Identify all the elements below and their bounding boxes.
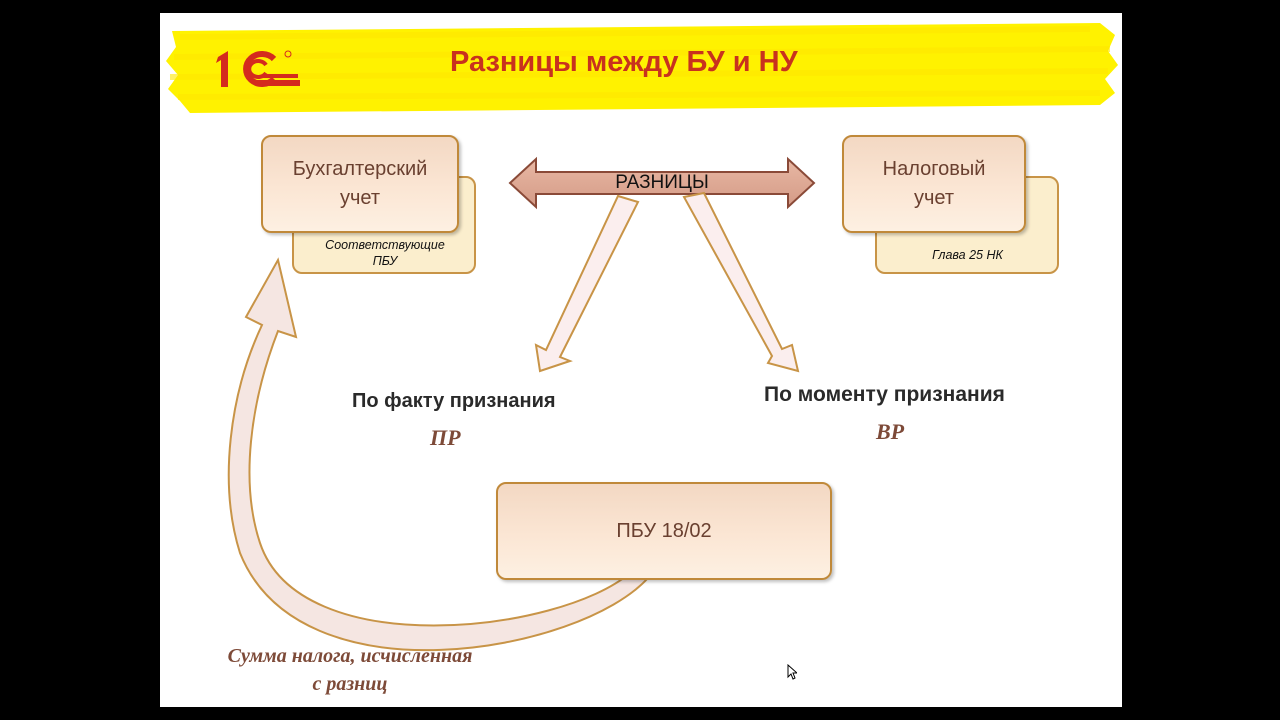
highlight-band: [166, 23, 1118, 113]
by-moment-abbr: ВР: [876, 419, 905, 444]
arrow-to-fact-icon: [534, 194, 640, 373]
arrow-to-moment-icon: [682, 191, 800, 373]
by-moment-label: По моменту признания: [764, 383, 1005, 406]
mouse-cursor-icon: [787, 664, 797, 680]
slide: 1С Разницы между БУ и НУ Соответствующие…: [160, 13, 1122, 707]
slide-title: Разницы между БУ и НУ: [450, 46, 798, 78]
tax-amount-caption: Сумма налога, исчисленная с разниц: [227, 645, 473, 695]
double-arrow-icon: [508, 156, 816, 210]
by-fact-label: По факту признания: [352, 390, 556, 412]
accounting-note: Соответствующие ПБУ: [325, 238, 445, 268]
differences-label: РАЗНИЦЫ: [615, 172, 709, 193]
curved-arrow-icon: [227, 257, 650, 652]
diagram-arrows: [227, 156, 816, 652]
1c-logo: 1С: [212, 49, 304, 94]
pbu-box: ПБУ 18/02: [496, 482, 832, 580]
tax-note: Глава 25 НК: [932, 248, 1003, 262]
by-fact-abbr: ПР: [430, 425, 461, 450]
